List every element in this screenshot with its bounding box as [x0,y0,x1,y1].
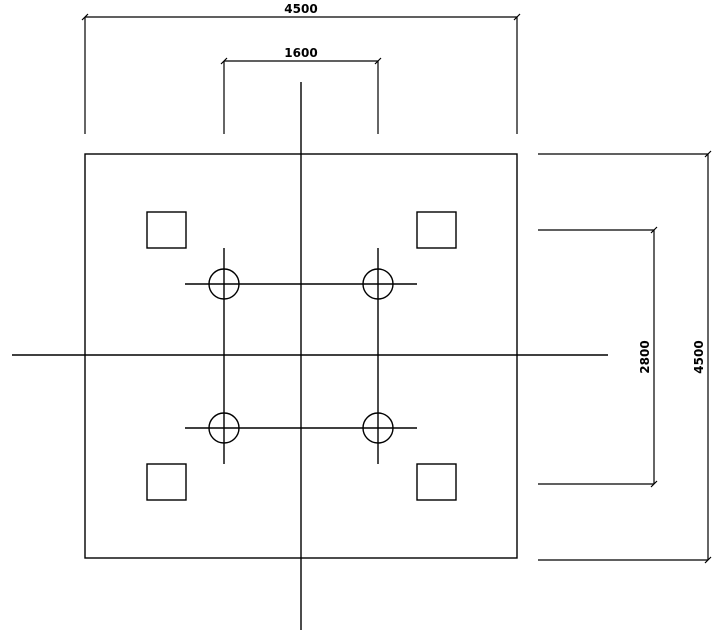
tick-bottom [704,556,712,564]
dimension-right-inner: 2800 [538,226,658,488]
tick-bottom [650,480,658,488]
tick-left [81,13,89,21]
pile-circle-bottom-left [208,412,240,444]
tick-left [220,57,228,65]
tick-right [513,13,521,21]
dimension-top-inner: 1600 [220,46,382,134]
tick-top [704,150,712,158]
pile-circle-bottom-right [362,412,394,444]
dimension-top-overall: 4500 [81,2,521,134]
dimension-text-right-inner: 2800 [638,340,652,373]
dimension-text-top-inner: 1600 [284,46,317,60]
tick-top [650,226,658,234]
tick-right [374,57,382,65]
pile-circle-top-right [362,268,394,300]
square-opening-bottom-right [416,463,457,501]
dimension-text-top-overall: 4500 [284,2,317,16]
pile-circle-top-left [208,268,240,300]
square-opening-top-right [416,211,457,249]
dimension-right-overall: 4500 [538,150,712,564]
square-opening-top-left [146,211,187,249]
square-opening-bottom-left [146,463,187,501]
dimension-text-right-overall: 4500 [692,340,706,373]
